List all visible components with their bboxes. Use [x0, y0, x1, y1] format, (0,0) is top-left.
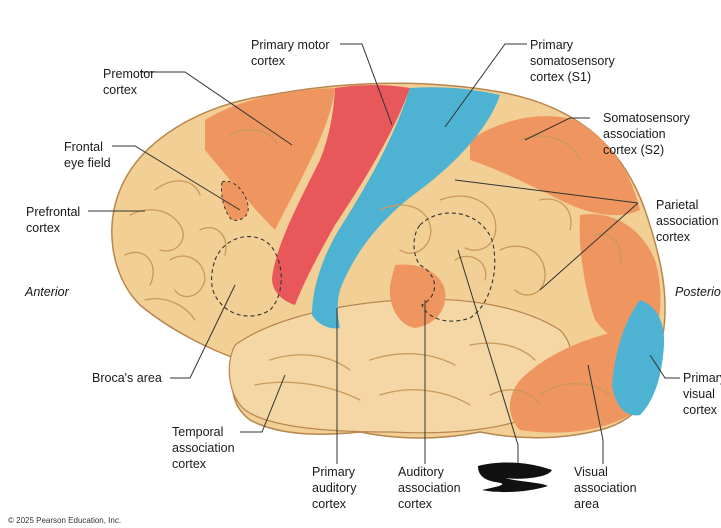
- label-auditory-association-cortex: Auditory association cortex: [398, 465, 461, 511]
- label-brocas-area: Broca's area: [92, 371, 162, 385]
- label-prefrontal-cortex: Prefrontal cortex: [26, 205, 81, 235]
- label-temporal-association-cortex: Temporal association cortex: [172, 425, 235, 471]
- label-primary-auditory-cortex: Primary auditory cortex: [312, 465, 357, 511]
- leader-lines: [88, 43, 680, 464]
- primary-somatosensory-region: [312, 87, 500, 329]
- gyri-lines: [124, 129, 622, 406]
- label-posterior: Posterior: [675, 285, 721, 299]
- frontal-eye-field-region: [221, 181, 249, 221]
- primary-motor-region: [272, 85, 410, 305]
- label-parietal-association-cortex: Parietal association cortex: [656, 198, 719, 244]
- frontal-eye-field-outline: [221, 180, 249, 221]
- somatosensory-association-region: [470, 116, 640, 216]
- auditory-association-region: [389, 264, 446, 328]
- label-primary-visual-cortex: Primary visual cortex: [683, 371, 721, 417]
- label-frontal-eye-field: Frontal eye field: [64, 140, 111, 170]
- brocas-area-outline: [211, 236, 282, 317]
- redaction-scribble: [478, 462, 552, 493]
- primary-visual-region: [612, 300, 665, 416]
- visual-association-region: [509, 330, 640, 433]
- copyright-notice: © 2025 Pearson Education, Inc.: [8, 516, 122, 525]
- label-somatosensory-association-cortex: Somatosensory association cortex (S2): [603, 111, 690, 157]
- label-primary-motor-cortex: Primary motor cortex: [251, 38, 330, 68]
- label-anterior: Anterior: [25, 285, 69, 299]
- wernickes-area-outline: [413, 212, 496, 322]
- label-premotor-cortex: Premotor cortex: [103, 67, 155, 97]
- label-visual-association-area: Visual association area: [574, 465, 637, 511]
- premotor-region: [205, 88, 335, 230]
- label-primary-somatosensory-cortex: Primary somatosensory cortex (S1): [530, 38, 615, 84]
